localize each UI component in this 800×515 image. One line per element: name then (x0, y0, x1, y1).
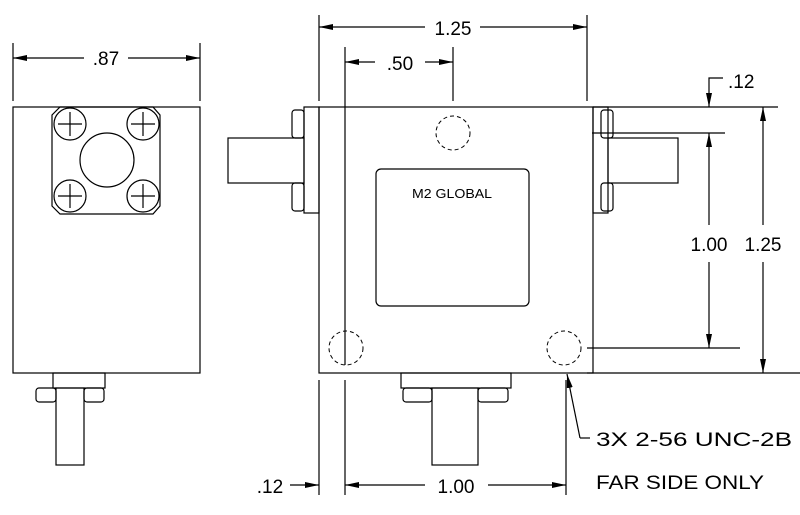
note-far-side: FAR SIDE ONLY (596, 473, 764, 494)
label-plate (375, 168, 530, 307)
dim-body-width: 1.25 (435, 19, 472, 40)
dim-hole-spacing-vertical: 1.00 (691, 235, 728, 256)
dim-body-height: 1.25 (745, 235, 782, 256)
side-view (12, 106, 201, 466)
dim-hole-spacing-horizontal: 1.00 (438, 477, 475, 498)
label-text: M2 GLOBAL (412, 186, 492, 201)
right-connector (592, 106, 679, 214)
dim-bottom-offset: .12 (257, 477, 283, 498)
hole-bottom-right (546, 330, 582, 366)
dimension-lines (12, 15, 800, 495)
dim-hole-offset-top: .50 (387, 54, 413, 75)
note-thread: 3X 2-56 UNC-2B (596, 430, 792, 451)
screw-icon (53, 107, 160, 213)
bottom-connector (400, 372, 512, 466)
hole-top (435, 115, 471, 151)
left-connector (227, 106, 320, 214)
bottom-connector (35, 372, 106, 466)
dim-right-offset: .12 (728, 72, 754, 93)
connector-center (79, 132, 135, 188)
front-view: M2 GLOBAL (227, 106, 679, 466)
hole-bottom-left (328, 330, 364, 366)
connector-flange (51, 106, 161, 215)
dim-side-width: .87 (93, 49, 119, 70)
